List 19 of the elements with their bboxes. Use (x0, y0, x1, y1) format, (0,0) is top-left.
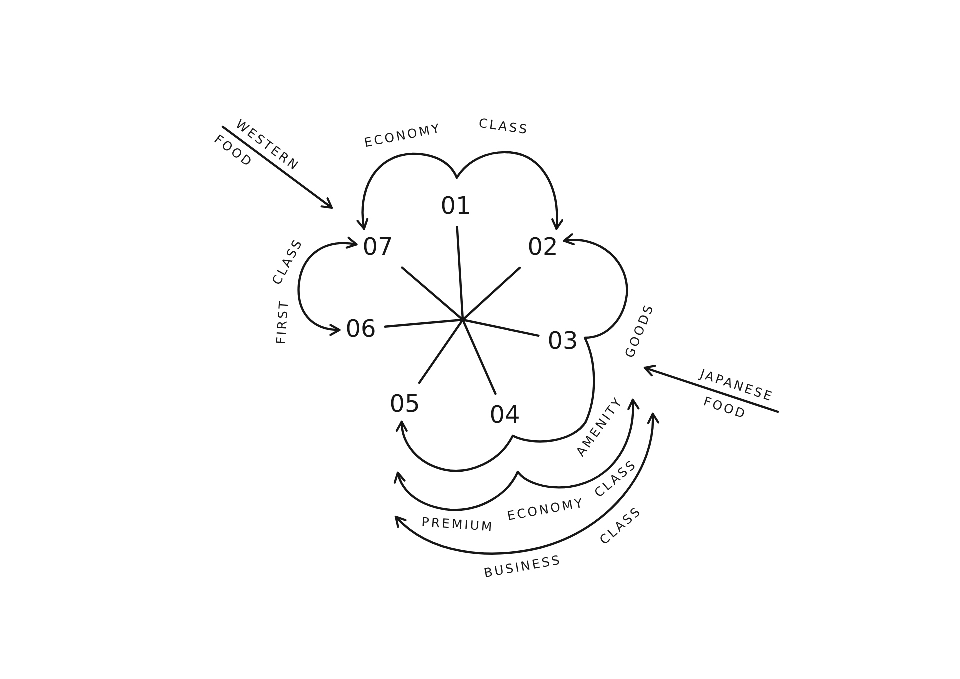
number-label: 01 (440, 194, 472, 218)
number-label: 07 (362, 235, 394, 259)
spoke-line (462, 318, 540, 337)
number-label: 06 (346, 317, 376, 341)
number-label: 04 (490, 403, 520, 427)
spoke-line (418, 318, 464, 384)
number-label: 02 (528, 235, 558, 259)
number-label: 05 (390, 392, 420, 416)
curved-arrow (396, 234, 628, 472)
number-label: 03 (548, 329, 578, 353)
spoke-line (462, 266, 522, 322)
spoke-line (462, 318, 497, 396)
arrow (644, 365, 780, 414)
spoke-line (401, 266, 464, 322)
spoke-line (384, 318, 464, 328)
spoke-line (456, 226, 464, 322)
curved-arrow (298, 237, 358, 336)
curved-arrow (357, 151, 564, 230)
arrow (222, 126, 334, 210)
